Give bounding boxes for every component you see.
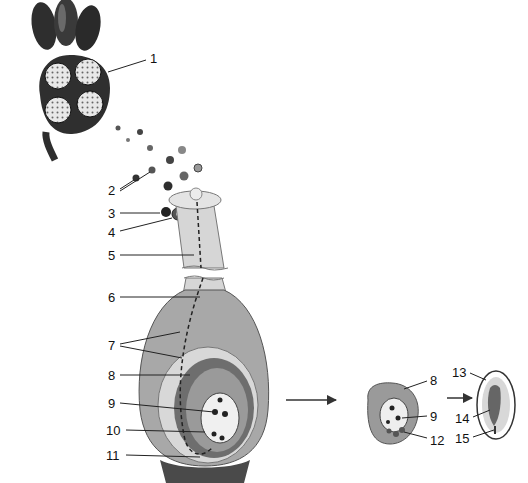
callout-number: 11: [106, 449, 120, 462]
callout-number: 3: [108, 207, 115, 220]
leader-lines: [108, 60, 494, 457]
fertilized-ovule: [368, 383, 419, 444]
callout-number: 10: [106, 424, 120, 437]
callout-number: 4: [108, 226, 115, 239]
pistil: [139, 188, 269, 483]
callout-number: 2: [108, 184, 115, 197]
callout-number: 9: [430, 410, 437, 423]
callout-number: 15: [455, 432, 469, 445]
seed: [477, 371, 515, 439]
callout-number: 5: [108, 249, 115, 262]
callout-number: 1: [150, 52, 157, 65]
callout-number: 6: [108, 291, 115, 304]
process-arrow: [286, 399, 336, 401]
callout-number: 13: [452, 366, 466, 379]
callout-number: 14: [455, 412, 469, 425]
anther-section: [39, 55, 110, 160]
callout-number: 8: [430, 374, 437, 387]
callout-number: 7: [108, 339, 115, 352]
callout-number: 8: [108, 369, 115, 382]
callout-number: 9: [108, 397, 115, 410]
anther-top: [28, 0, 105, 53]
process-arrow: [447, 397, 472, 399]
callout-number: 12: [430, 434, 444, 447]
